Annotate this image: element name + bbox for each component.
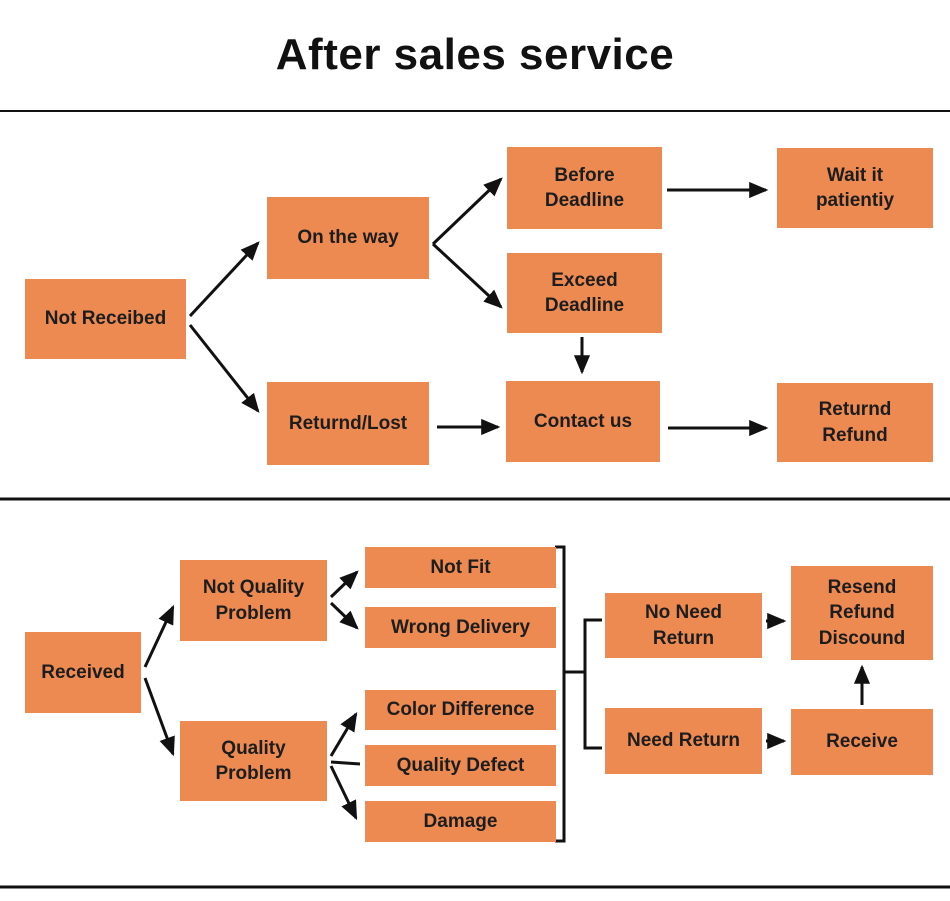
node-quality-problem: Quality Problem	[180, 721, 327, 801]
node-received-label: Received	[41, 661, 125, 683]
node-not-fit: Not Fit	[365, 547, 556, 588]
node-wait-it-patiently-label: Wait it patientiy	[815, 164, 895, 211]
grouping-bracket	[555, 545, 602, 843]
node-not-quality-problem-label: Not Quality Problem	[202, 577, 305, 624]
arrow-qp-damage	[329, 765, 358, 821]
arrow-nqp-notfit	[329, 570, 359, 599]
node-before-deadline: Before Deadline	[507, 147, 662, 229]
arrow-ontheway-beforedeadline	[431, 177, 503, 246]
arrow-notreceived-ontheway	[188, 241, 260, 318]
node-before-deadline-label: Before Deadline	[544, 164, 625, 211]
node-contact-us: Contact us	[506, 381, 660, 462]
node-quality-defect-label: Quality Defect	[396, 754, 525, 776]
arrow-notreceived-returndlost	[188, 324, 260, 413]
arrow-qp-colordifference	[329, 711, 358, 757]
node-not-fit-label: Not Fit	[430, 556, 491, 578]
node-need-return-label: Need Return	[627, 730, 740, 752]
node-returnd-refund: Returnd Refund	[777, 383, 933, 462]
bracket-split	[583, 618, 602, 750]
arrow-ontheway-exceeddeadline	[431, 242, 503, 309]
node-not-received-label: Not Receibed	[44, 308, 167, 330]
node-color-difference: Color Difference	[365, 690, 556, 730]
bracket-main	[555, 545, 566, 843]
node-not-received: Not Receibed	[25, 279, 186, 359]
line-qp-qualitydefect	[330, 760, 361, 766]
node-exceed-deadline: Exceed Deadline	[507, 253, 662, 333]
node-need-return: Need Return	[605, 708, 762, 774]
bottom-section-arrows	[143, 570, 871, 821]
node-returnd-lost: Returnd/Lost	[267, 382, 429, 465]
top-section-arrows	[188, 177, 769, 437]
node-exceed-deadline-label: Exceed Deadline	[544, 269, 625, 316]
node-no-need-return-label: No Need Return	[644, 602, 723, 649]
node-no-need-return: No Need Return	[605, 593, 762, 658]
node-quality-problem-label: Quality Problem	[215, 737, 292, 784]
node-wrong-delivery: Wrong Delivery	[365, 607, 556, 648]
node-receive-label: Receive	[826, 731, 898, 753]
node-contact-us-label: Contact us	[533, 410, 633, 432]
node-color-difference-label: Color Difference	[386, 699, 535, 721]
node-returnd-lost-label: Returnd/Lost	[288, 412, 408, 434]
node-quality-defect: Quality Defect	[365, 745, 556, 786]
node-receive: Receive	[791, 709, 933, 775]
node-damage: Damage	[365, 801, 556, 842]
arrow-nqp-wrongdelivery	[329, 601, 359, 630]
node-received: Received	[25, 632, 141, 713]
node-on-the-way-label: On the way	[297, 227, 399, 249]
arrow-received-notqualityproblem	[143, 604, 175, 668]
node-damage-label: Damage	[423, 810, 498, 832]
node-resend-refund-discound-label: Resend Refund Discound	[818, 577, 906, 649]
node-wait-it-patiently: Wait it patientiy	[777, 148, 933, 228]
page-title: After sales service	[275, 30, 675, 79]
node-resend-refund-discound: Resend Refund Discound	[791, 566, 933, 660]
node-on-the-way: On the way	[267, 197, 429, 279]
node-not-quality-problem: Not Quality Problem	[180, 560, 327, 641]
node-returnd-refund-label: Returnd Refund	[818, 399, 892, 446]
arrow-received-qualityproblem	[143, 677, 175, 757]
node-wrong-delivery-label: Wrong Delivery	[390, 616, 531, 638]
